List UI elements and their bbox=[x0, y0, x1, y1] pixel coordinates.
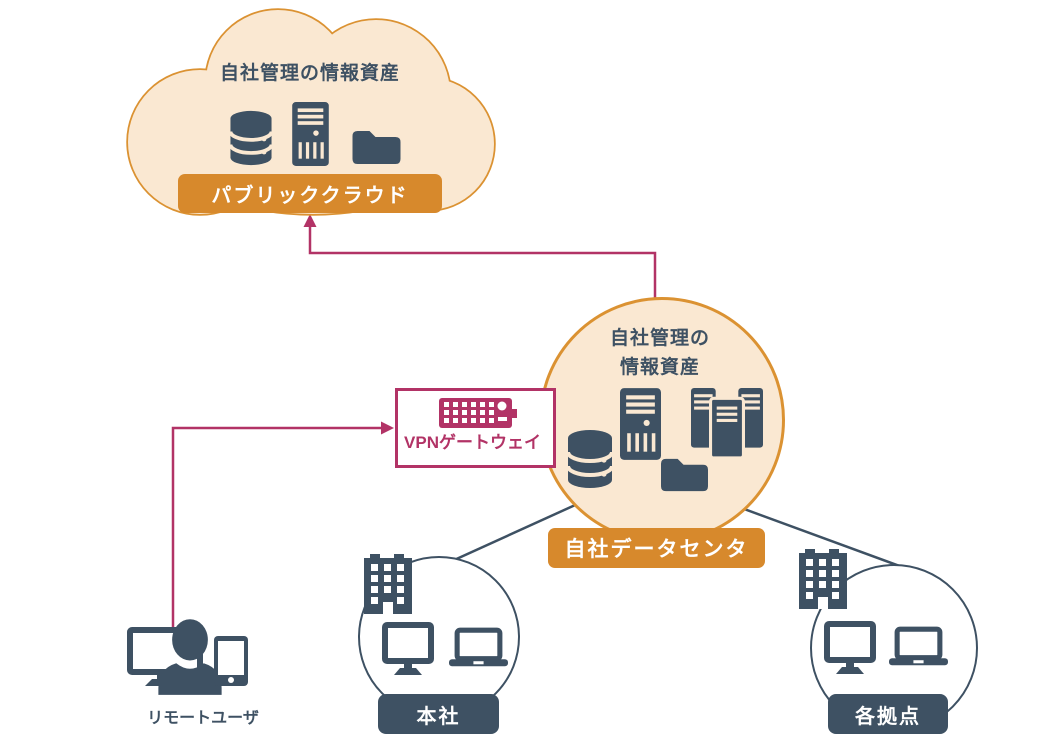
arrowhead-cloud bbox=[303, 214, 317, 227]
server-icon bbox=[292, 102, 329, 166]
database-icon bbox=[228, 110, 274, 166]
honsha-badge: 本社 bbox=[378, 694, 499, 734]
tablet-icon bbox=[214, 636, 248, 686]
datacenter-title-line1: 自社管理の bbox=[609, 328, 710, 349]
cloud-title: 自社管理の情報資産 bbox=[219, 63, 400, 84]
arrow-remote-user-to-vpn bbox=[171, 426, 386, 632]
arrowhead-vpn bbox=[381, 421, 394, 435]
folder-icon bbox=[352, 131, 401, 164]
datacenter-badge: 自社データセンタ bbox=[548, 528, 765, 568]
datacenter-title: 自社管理の 情報資産 bbox=[560, 324, 760, 382]
datacenter-title-line2: 情報資産 bbox=[619, 357, 700, 378]
monitor-icon bbox=[824, 621, 876, 674]
person-icon bbox=[158, 619, 222, 695]
database-icon bbox=[566, 430, 614, 488]
public-cloud-badge: パブリッククラウド bbox=[178, 174, 442, 213]
laptop-icon bbox=[449, 627, 508, 667]
building-icon bbox=[799, 549, 847, 609]
monitor-icon bbox=[382, 622, 434, 675]
folder-icon bbox=[661, 458, 708, 492]
kyoten-badge: 各拠点 bbox=[828, 694, 948, 734]
server-rack-group-icon bbox=[691, 388, 763, 458]
server-icon bbox=[620, 388, 661, 460]
building-icon bbox=[364, 554, 412, 614]
laptop-icon bbox=[889, 626, 948, 666]
router-icon bbox=[439, 398, 517, 428]
remote-user-label: リモートユーザ bbox=[147, 710, 259, 727]
vpn-gateway-label: VPNゲートウェイ bbox=[404, 433, 541, 452]
arrow-datacenter-to-cloud bbox=[308, 222, 657, 302]
